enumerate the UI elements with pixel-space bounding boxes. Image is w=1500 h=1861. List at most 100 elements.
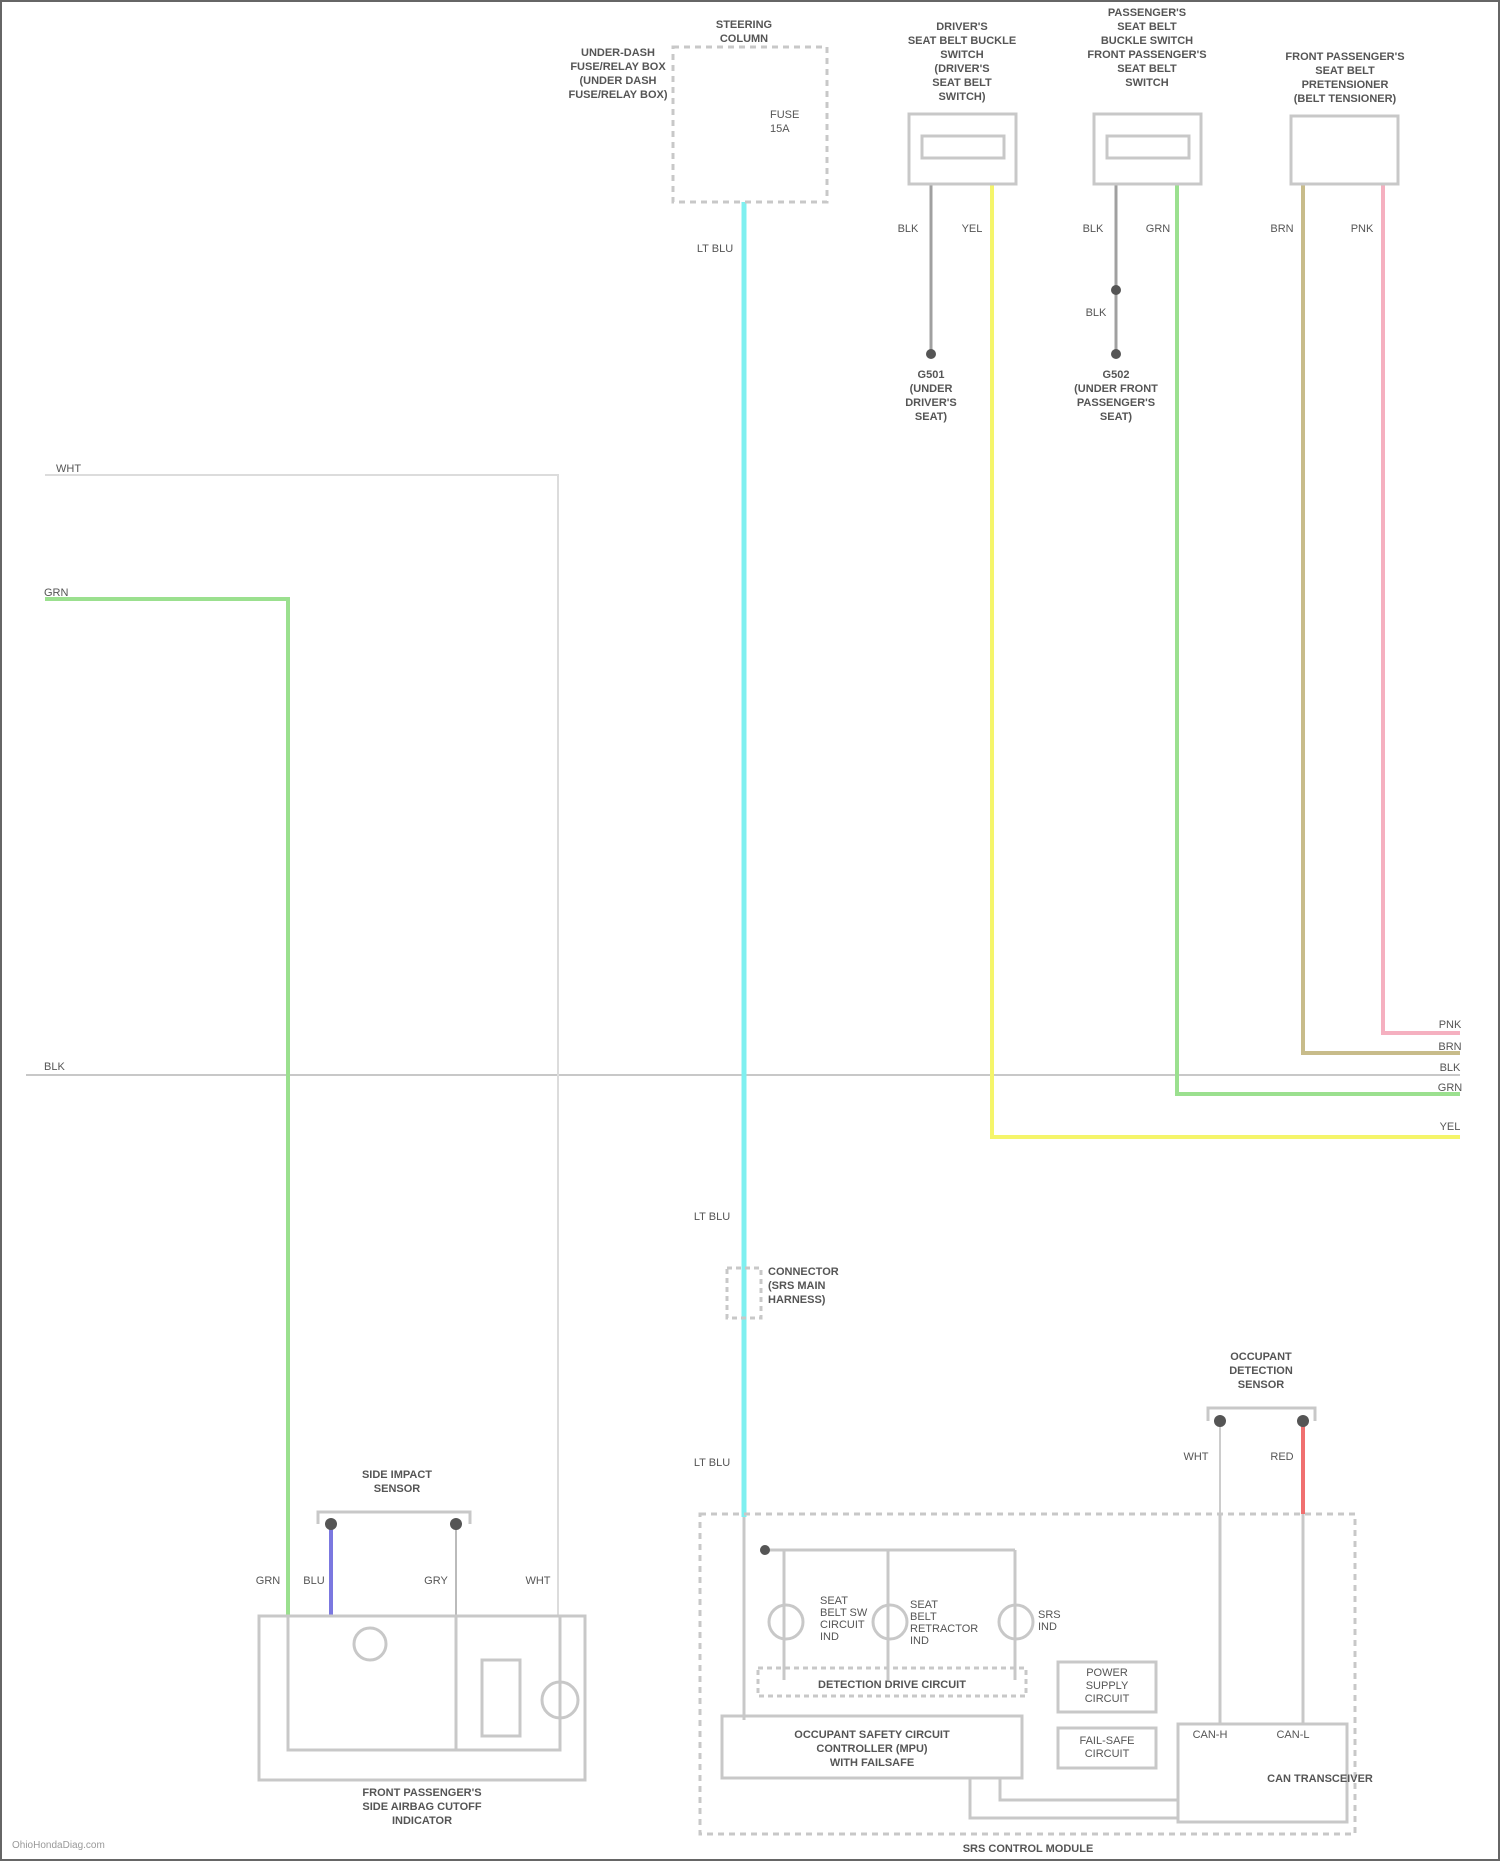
module-label: SRS CONTROL MODULE	[963, 1843, 1094, 1855]
circuit-label: CIRCUIT	[1085, 1693, 1130, 1705]
indicator-led-icon	[354, 1628, 386, 1660]
junction-dot	[760, 1545, 770, 1555]
wire-label: WHT	[525, 1575, 550, 1587]
wire-label: BLK	[898, 223, 919, 235]
wire-label: WHT	[56, 463, 81, 475]
wire-label: GRN	[1438, 1082, 1463, 1094]
wire-label: PNK	[1351, 223, 1374, 235]
ground-label: (UNDER	[910, 383, 953, 395]
wire-label: BLK	[44, 1061, 65, 1073]
component-label: SENSOR	[374, 1483, 421, 1495]
component-label: PASSENGER'S	[1108, 7, 1186, 19]
wire-label: BRN	[1438, 1041, 1461, 1053]
terminal-dot	[1297, 1415, 1309, 1427]
circuit-label: CIRCUIT	[1085, 1748, 1130, 1760]
terminal-dot	[1214, 1415, 1226, 1427]
ground-label: G502	[1103, 369, 1130, 381]
ground-label: G501	[918, 369, 945, 381]
wire-green-left	[45, 599, 288, 1616]
wire-label: LT BLU	[697, 243, 733, 255]
component-label: SIDE AIRBAG CUTOFF	[362, 1801, 481, 1813]
component-label: OCCUPANT	[1230, 1351, 1292, 1363]
circuit-label: CAN TRANSCEIVER	[1267, 1773, 1373, 1785]
switch-inner	[922, 136, 1004, 158]
ground-label: SEAT)	[1100, 411, 1133, 423]
srs-link	[1000, 1778, 1178, 1800]
left-module-box	[259, 1616, 585, 1780]
wire-label: PNK	[1439, 1019, 1462, 1031]
component-label: SEAT BELT	[1315, 65, 1375, 77]
component-label: INDICATOR	[392, 1815, 452, 1827]
component-label: SWITCH)	[938, 91, 985, 103]
wire-label: GRN	[256, 1575, 281, 1587]
wire-label: BLK	[1083, 223, 1104, 235]
ground-label: (UNDER FRONT	[1074, 383, 1158, 395]
wire-label: WHT	[1183, 1451, 1208, 1463]
indicator-label: IND	[910, 1635, 929, 1647]
pretensioner-box	[1291, 116, 1398, 184]
component-label: BUCKLE SWITCH	[1101, 35, 1193, 47]
component-label: DRIVER'S	[936, 21, 988, 33]
ground-dot	[926, 349, 936, 359]
wire-label: GRN	[1146, 223, 1171, 235]
component-label: STEERING	[716, 19, 772, 31]
wire-label: LT BLU	[694, 1211, 730, 1223]
component-label: (UNDER DASH	[580, 75, 657, 87]
component-label: COLUMN	[720, 33, 768, 45]
circuit-label: FAIL-SAFE	[1079, 1735, 1134, 1747]
pin-label: CAN-H	[1193, 1729, 1228, 1741]
wire-label: LT BLU	[694, 1457, 730, 1469]
component-label: UNDER-DASH	[581, 47, 655, 59]
circuit-label: POWER	[1086, 1667, 1128, 1679]
pin-label: CAN-L	[1276, 1729, 1309, 1741]
wire-pink	[1383, 184, 1460, 1033]
connector-label: CONNECTOR	[768, 1266, 839, 1278]
circuit-label: OCCUPANT SAFETY CIRCUIT	[794, 1729, 950, 1741]
component-label: SWITCH	[940, 49, 983, 61]
component-label: FUSE/RELAY BOX)	[568, 89, 667, 101]
top-unit-box	[673, 47, 827, 202]
indicator-label: BELT	[910, 1611, 937, 1623]
wire-yellow	[992, 184, 1460, 1137]
occupant-sensor-connector	[318, 1512, 470, 1524]
indicator-label: RETRACTOR	[910, 1623, 978, 1635]
wire-label: BLK	[1086, 307, 1107, 319]
wire-white-left	[45, 475, 558, 1616]
indicator-label: CIRCUIT	[820, 1619, 865, 1631]
component-label: SEAT BELT	[932, 77, 992, 89]
ground-label: PASSENGER'S	[1077, 397, 1155, 409]
indicator-icon	[873, 1605, 907, 1639]
component-label: (DRIVER'S	[934, 63, 989, 75]
fuse-label: 15A	[770, 123, 790, 135]
ground-label: DRIVER'S	[905, 397, 957, 409]
wire-green-right	[1177, 184, 1460, 1094]
indicator-label: SRS	[1038, 1609, 1061, 1621]
component-label: DETECTION	[1229, 1365, 1293, 1377]
indicator-label: SEAT	[910, 1599, 938, 1611]
component-label: (BELT TENSIONER)	[1294, 93, 1397, 105]
component-label: SEAT BELT BUCKLE	[908, 35, 1016, 47]
wire-label: RED	[1270, 1451, 1293, 1463]
wire-label: BLK	[1440, 1062, 1461, 1074]
driver-switch-box	[909, 114, 1016, 184]
wire-label: BLU	[303, 1575, 324, 1587]
component-label: FRONT PASSENGER'S	[1285, 51, 1404, 63]
component-label: FUSE/RELAY BOX	[570, 61, 666, 73]
footer-watermark: OhioHondaDiag.com	[12, 1840, 105, 1851]
wire-label: GRN	[44, 587, 69, 599]
component-label: SEAT BELT	[1117, 21, 1177, 33]
circuit-label: WITH FAILSAFE	[830, 1757, 914, 1769]
ground-dot	[1111, 349, 1121, 359]
indicator-icon	[769, 1605, 803, 1639]
component-label: SENSOR	[1238, 1379, 1285, 1391]
component-label: SEAT BELT	[1117, 63, 1177, 75]
component-label: FRONT PASSENGER'S	[362, 1787, 481, 1799]
wire-label: YEL	[962, 223, 983, 235]
resistor-icon	[482, 1660, 520, 1736]
fuse-label: FUSE	[770, 109, 799, 121]
connector-label: (SRS MAIN	[768, 1280, 826, 1292]
indicator-label: IND	[1038, 1621, 1057, 1633]
component-label: SWITCH	[1125, 77, 1168, 89]
wire-label: YEL	[1440, 1121, 1461, 1133]
